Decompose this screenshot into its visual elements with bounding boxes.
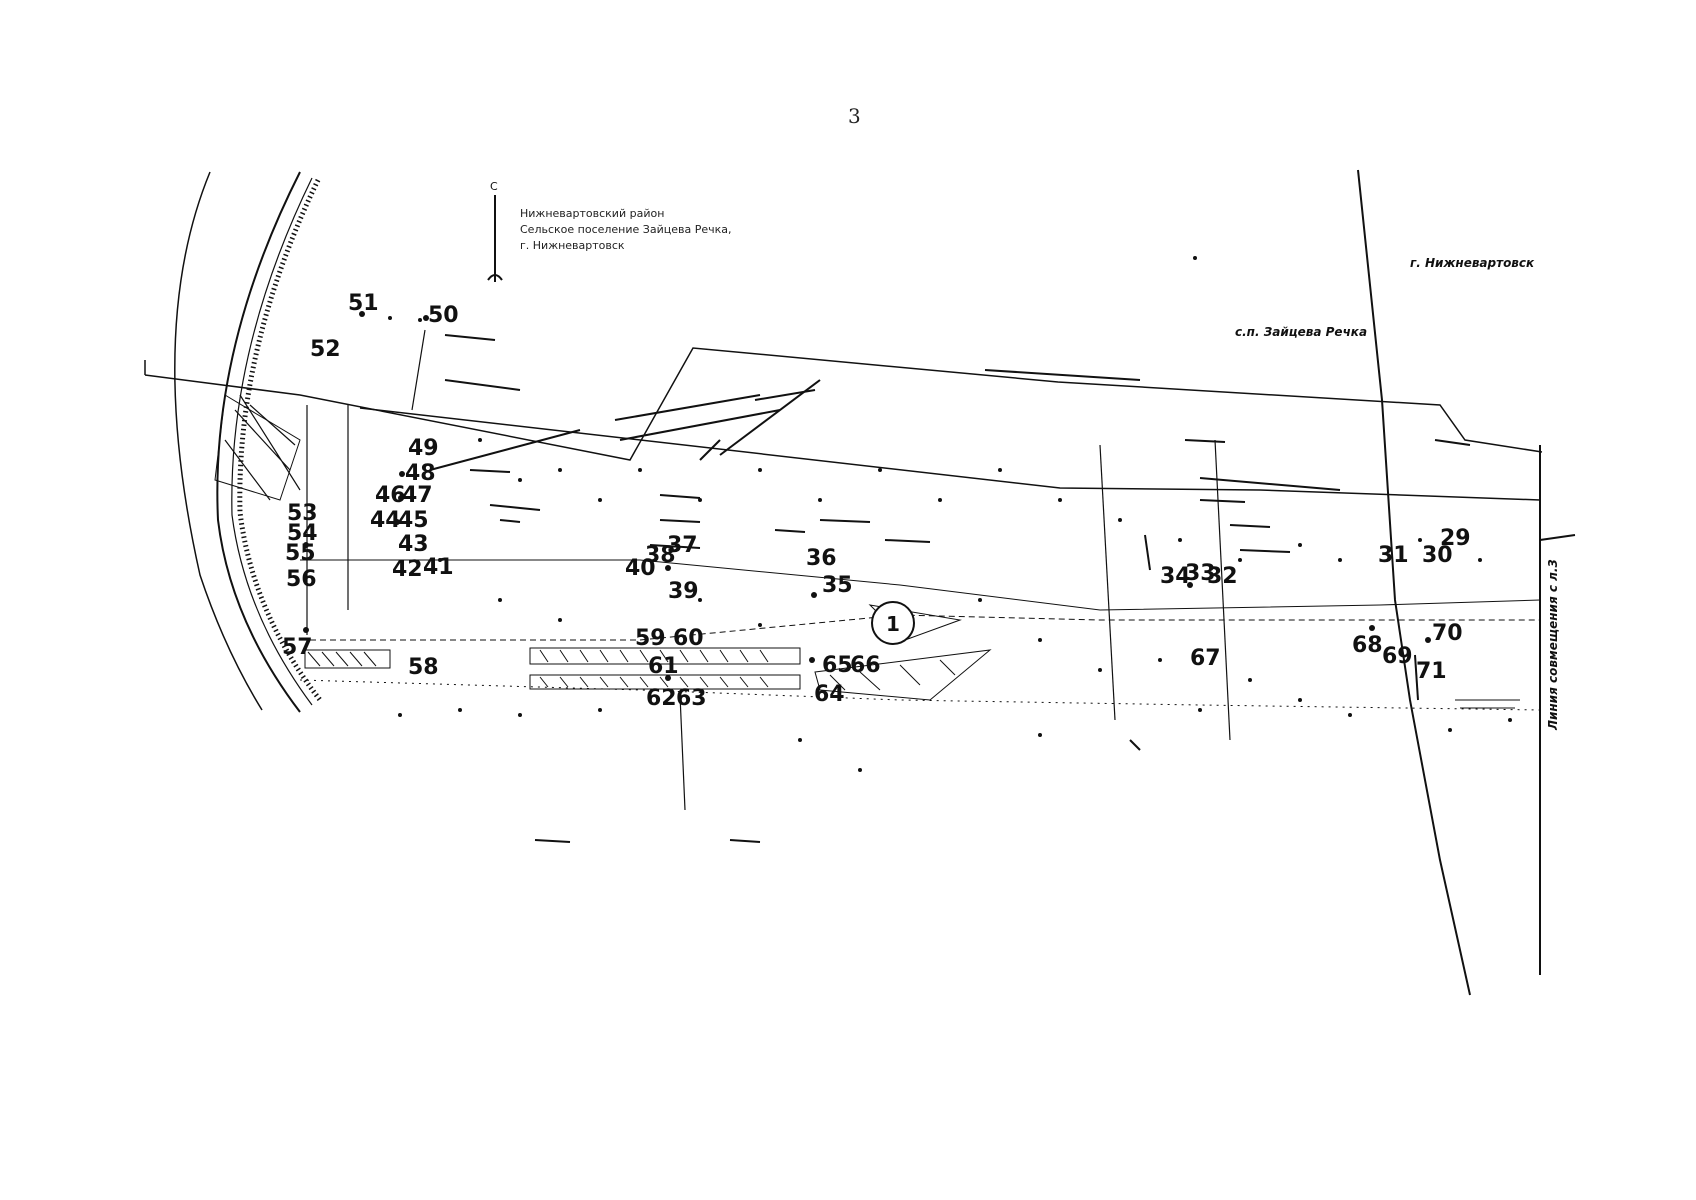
point-label: 55 (285, 541, 316, 566)
point-label: 66 (850, 653, 881, 678)
legend-line-district: Нижневартовский район (520, 207, 664, 220)
hatched-strips (304, 604, 1520, 709)
point-label: 32 (1207, 564, 1238, 589)
point-label: 47 (402, 483, 433, 508)
survey-dots (388, 256, 1512, 772)
point-label: 71 (1416, 659, 1447, 684)
alignment-line-label: Линия совмещения с л.3 (1546, 559, 1560, 731)
zone-number: 1 (886, 612, 900, 636)
point-label: 50 (428, 303, 459, 328)
north-arrow-letter: С (490, 180, 498, 193)
point-label: 52 (310, 337, 341, 362)
inner-boundaries (306, 329, 1231, 811)
allotment-boundary (144, 347, 1543, 501)
point-label: 43 (398, 532, 429, 557)
left-junction (214, 394, 301, 501)
point-label: 54 (287, 521, 318, 546)
point-label: 41 (423, 555, 454, 580)
city-boundary-line (1357, 169, 1471, 996)
point-label: 62 (646, 686, 677, 711)
point-label: 57 (282, 635, 313, 660)
zone-marker: 1 (871, 601, 915, 645)
point-label: 34 (1160, 564, 1191, 589)
point-label: 64 (814, 682, 845, 707)
point-label: 63 (676, 686, 707, 711)
point-label: 31 (1378, 543, 1409, 568)
point-label: 65 (822, 653, 853, 678)
point-label: 40 (625, 556, 656, 581)
legend-line-settlement: Сельское поселение Зайцева Речка, (520, 223, 732, 236)
point-label: 69 (1382, 644, 1413, 669)
point-label: 67 (1190, 646, 1221, 671)
legend-line-city: г. Нижневартовск (520, 239, 625, 252)
point-label: 48 (405, 461, 436, 486)
point-label: 61 (648, 654, 679, 679)
settlement-boundary-label: с.п. Зайцева Речка (1235, 325, 1367, 339)
point-label: 58 (408, 655, 439, 680)
legend-block: Нижневартовский район Сельское поселение… (520, 207, 732, 252)
point-label: 38 (645, 543, 676, 568)
point-label: 35 (822, 573, 853, 598)
point-labels: 51 50 52 49 48 47 46 45 44 43 42 41 53 5… (282, 291, 1471, 711)
point-label: 53 (287, 501, 318, 526)
point-markers (303, 311, 1431, 681)
page-number: 3 (848, 104, 861, 128)
point-label: 33 (1185, 561, 1216, 586)
point-label: 42 (392, 557, 423, 582)
point-label: 60 (673, 626, 704, 651)
point-label: 30 (1422, 543, 1453, 568)
point-label: 68 (1352, 633, 1383, 658)
map-annotations (429, 334, 1576, 843)
point-label: 45 (398, 508, 429, 533)
left-curved-road (174, 171, 322, 713)
north-arrow: С (487, 180, 503, 282)
city-boundary-label: г. Нижневартовск (1410, 256, 1535, 270)
point-label: 70 (1432, 621, 1463, 646)
point-label: 36 (806, 546, 837, 571)
point-label: 56 (286, 567, 317, 592)
point-label: 49 (408, 436, 439, 461)
point-label: 59 (635, 626, 666, 651)
point-label: 29 (1440, 526, 1471, 551)
point-label: 37 (667, 533, 698, 558)
point-label: 39 (668, 579, 699, 604)
